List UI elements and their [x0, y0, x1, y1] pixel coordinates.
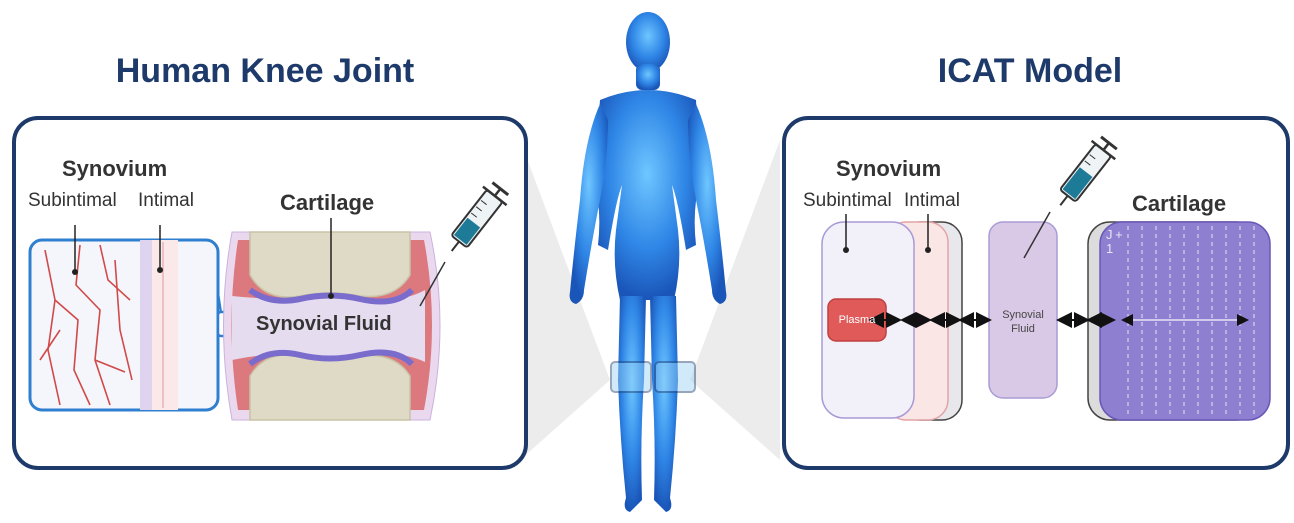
synovial-fluid-label-line1: Synovial: [989, 309, 1057, 321]
plasma-label: Plasma: [829, 314, 885, 326]
syringe-icon-right: [1040, 130, 1120, 230]
layer-index-label: J + 1: [1106, 228, 1130, 256]
synovial-fluid-label-line2: Fluid: [989, 323, 1057, 335]
